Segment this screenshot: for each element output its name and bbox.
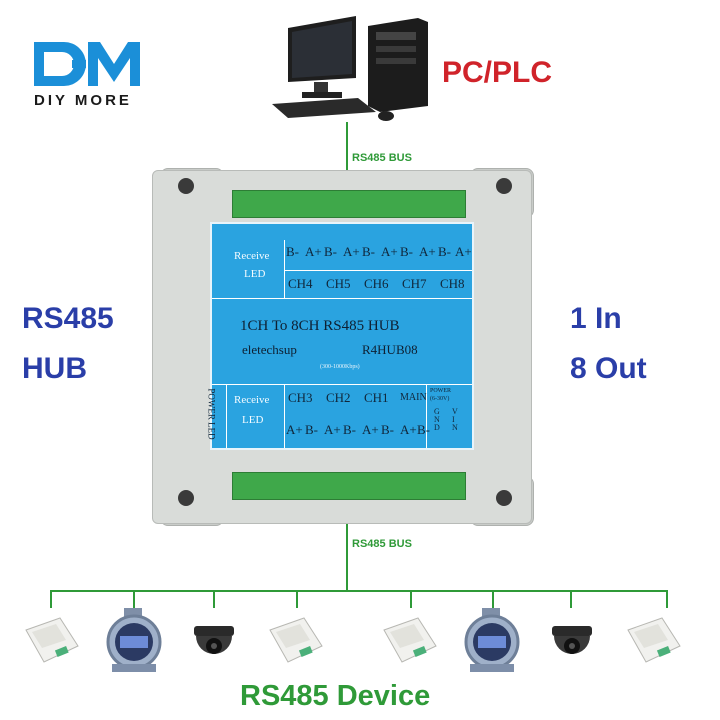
panel-title: 1CH To 8CH RS485 HUB	[240, 318, 400, 334]
top-pin: B-	[438, 244, 451, 259]
power-label: POWER	[430, 388, 451, 394]
top-pin: B-	[286, 244, 299, 259]
digital-meter-icon	[106, 608, 162, 672]
data-collector-icon	[383, 617, 437, 663]
drop-line	[213, 590, 215, 608]
io-line2: 8 Out	[570, 352, 647, 385]
bottom-pin: B-	[417, 422, 430, 437]
data-collector-icon	[627, 617, 681, 663]
bottom-pin: B-	[381, 422, 394, 437]
panel-speed: (300-1000Kbps)	[320, 364, 360, 370]
top-pin: A+	[305, 244, 322, 259]
hub-label-panel: Receive LED B- A+ B- A+ B- A+ B- A+ B- A…	[206, 222, 474, 450]
mount-hole	[178, 178, 194, 194]
top-pin: A+	[419, 244, 436, 259]
data-collector-icon	[269, 617, 323, 663]
drop-line	[50, 590, 52, 608]
bottom-pin: A+	[362, 422, 379, 437]
top-channel: CH7	[402, 276, 427, 291]
drop-line	[492, 590, 494, 608]
bottom-pin: A+	[286, 422, 303, 437]
power-led-label: POWER LED	[206, 388, 217, 440]
bottom-channel: CH3	[288, 390, 313, 405]
diymore-logo	[34, 42, 140, 86]
bus-line-horizontal	[50, 590, 668, 592]
top-led-label: LED	[244, 268, 266, 280]
top-receive-label: Receive	[234, 250, 270, 262]
pc-plc-label: PC/PLC	[442, 56, 553, 89]
bottom-led-label: LED	[242, 414, 264, 426]
panel-model: R4HUB08	[362, 342, 418, 357]
power-range: (6-30V)	[430, 396, 450, 402]
top-channel: CH8	[440, 276, 465, 291]
top-pin: A+	[381, 244, 398, 259]
io-line1: 1 In	[570, 302, 622, 335]
drop-line	[570, 590, 572, 608]
bottom-channel: CH2	[326, 390, 351, 405]
bus-line-top	[346, 122, 348, 190]
bottom-pin: A+	[324, 422, 341, 437]
drop-line	[296, 590, 298, 608]
rs485-device-label: RS485 Device	[240, 680, 431, 712]
digital-meter-icon	[464, 608, 520, 672]
panel-brand: eletechsup	[242, 342, 297, 357]
mount-hole	[496, 178, 512, 194]
top-pin: B-	[362, 244, 375, 259]
pc-icon	[272, 16, 428, 121]
mount-hole	[178, 490, 194, 506]
bus-line-bottom	[346, 500, 348, 592]
dome-camera-icon	[552, 626, 592, 654]
top-channel: CH6	[364, 276, 389, 291]
hub-title-line2: HUB	[22, 352, 87, 385]
terminal-block-bottom	[232, 472, 466, 500]
bottom-channel: MAIN	[400, 392, 427, 403]
bus-label-bottom: RS485 BUS	[352, 538, 412, 550]
bottom-pin: A+	[400, 422, 417, 437]
drop-line	[666, 590, 668, 608]
hub-title-line1: RS485	[22, 302, 114, 335]
gnd-label: GND	[434, 407, 440, 432]
dome-camera-icon	[194, 626, 234, 654]
top-pin: A+	[343, 244, 360, 259]
top-pin: B-	[400, 244, 413, 259]
vin-label: VIN	[452, 407, 458, 432]
top-channel: CH4	[288, 276, 313, 291]
mount-hole	[496, 490, 512, 506]
logo-text: DIY MORE	[34, 92, 132, 109]
bus-label-top: RS485 BUS	[352, 152, 412, 164]
top-pin: B-	[324, 244, 337, 259]
bottom-channel: CH1	[364, 390, 389, 405]
bottom-pin: B-	[305, 422, 318, 437]
data-collector-icon	[25, 617, 79, 663]
drop-line	[133, 590, 135, 608]
terminal-block-top	[232, 190, 466, 218]
bottom-pin: B-	[343, 422, 356, 437]
bottom-receive-label: Receive	[234, 394, 270, 406]
top-channel: CH5	[326, 276, 351, 291]
top-pin: A+	[455, 244, 472, 259]
drop-line	[410, 590, 412, 608]
